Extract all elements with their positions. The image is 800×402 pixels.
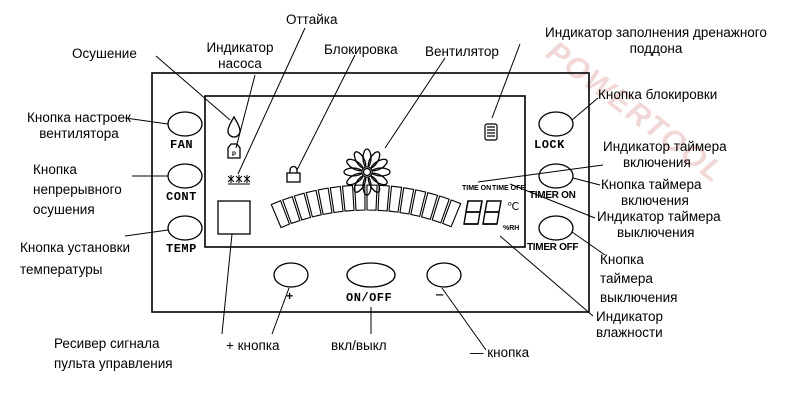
plus-button-shape <box>273 262 309 288</box>
label-receiver-line2: пульта управления <box>54 356 173 371</box>
rh-symbol: %RH <box>503 225 520 232</box>
label-lock: Блокировка <box>324 42 398 57</box>
temp-button[interactable]: TEMP <box>166 242 197 256</box>
water-drop-icon <box>227 115 241 138</box>
leader-lines <box>124 27 606 351</box>
timer-off-button-shape <box>538 215 574 241</box>
bar-segment <box>410 189 427 218</box>
label-receiver: Ресивер сигнала пульта управления <box>54 334 173 374</box>
label-timer-on-button: Кнопка таймера включения <box>601 177 702 209</box>
label-plus: + кнопка <box>226 338 280 353</box>
bar-segment <box>270 199 291 229</box>
label-timer-off-btn-line3: выключения <box>600 290 678 305</box>
time-on-indicator: TIME ON <box>462 185 492 192</box>
label-lock-button: Кнопка блокировки <box>598 87 718 102</box>
label-fan: Вентилятор <box>425 44 499 59</box>
label-continuous-line1: Кнопка <box>33 162 77 177</box>
level-bar-segments <box>270 184 462 229</box>
label-temp-line2: температуры <box>20 262 103 277</box>
label-temp-line1: Кнопка установки <box>20 240 131 255</box>
label-fan-settings-line1: Кнопка настроек <box>27 110 131 125</box>
bar-segment <box>441 199 462 228</box>
label-timer-on-ind-line1: Индикатор таймера <box>603 139 727 154</box>
label-minus: — кнопка <box>470 345 530 360</box>
humidity-digits <box>463 200 502 225</box>
bar-segment <box>293 192 312 221</box>
plus-button[interactable]: + <box>286 290 294 304</box>
label-timer-on-btn-line1: Кнопка таймера <box>601 177 702 192</box>
bar-segment <box>420 192 439 220</box>
lock-button[interactable]: LOCK <box>534 138 565 152</box>
label-drain-indicator: Индикатор заполнения дренажного поддона <box>513 25 799 57</box>
cont-button[interactable]: CONT <box>166 190 197 204</box>
bar-segment <box>431 195 450 224</box>
minus-button-shape <box>426 262 462 288</box>
label-timer-on-ind-line2: включения <box>623 155 691 170</box>
label-continuous-line3: осушения <box>33 202 95 217</box>
temp-button-shape <box>167 215 203 241</box>
label-timer-off-ind-line1: Индикатор таймера <box>597 209 721 224</box>
label-drain-line2: поддона <box>629 41 683 56</box>
on-off-button[interactable]: ON/OFF <box>346 291 393 305</box>
drain-tank-icon <box>484 123 498 141</box>
fan-button[interactable]: FAN <box>170 138 194 152</box>
label-pump-line1: Индикатор <box>206 40 274 55</box>
label-humidity-line1: Индикатор <box>596 309 664 324</box>
bar-segment <box>317 187 333 216</box>
cont-button-shape <box>167 163 203 189</box>
label-drain-line1: Индикатор заполнения дренажного <box>545 25 767 40</box>
label-pump-indicator: Индикатор насоса <box>203 40 277 72</box>
label-continuous: Кнопка непрерывного осушения <box>33 160 122 220</box>
label-receiver-line1: Ресивер сигнала <box>54 336 160 351</box>
lock-button-shape <box>538 111 574 137</box>
fan-button-shape <box>167 111 203 137</box>
timer-on-button-shape <box>538 163 574 189</box>
label-timer-on-btn-line2: включения <box>621 193 689 208</box>
label-temp: Кнопка установки температуры <box>20 237 130 281</box>
bar-segment <box>354 184 366 211</box>
bar-segment <box>341 184 355 212</box>
label-continuous-line2: непрерывного <box>33 182 122 197</box>
label-humidity: Индикатор влажности <box>596 309 663 341</box>
bar-segment <box>305 189 322 218</box>
defrost-icon <box>227 175 251 185</box>
on-off-button-shape <box>346 262 396 288</box>
label-dehumidify: Осушение <box>72 46 137 61</box>
time-off-indicator: TIME OFF <box>492 185 525 192</box>
label-timer-off-btn-line2: таймера <box>600 271 653 286</box>
label-defrost: Оттайка <box>286 12 338 27</box>
label-timer-off-btn-line1: Кнопка <box>600 252 644 267</box>
lcd-window <box>204 95 526 248</box>
label-timer-off-indicator: Индикатор таймера выключения <box>597 209 721 241</box>
label-humidity-line2: влажности <box>596 325 663 340</box>
pump-icon <box>227 143 241 159</box>
bar-segment <box>388 185 403 213</box>
label-fan-settings: Кнопка настроек вентилятора <box>4 110 154 142</box>
bar-segment <box>366 184 378 211</box>
celsius-symbol: ℃ <box>507 201 520 213</box>
label-power: вкл/выкл <box>331 338 387 353</box>
bar-segment <box>281 195 301 225</box>
bar-segment <box>399 187 415 215</box>
label-timer-off-ind-line2: выключения <box>617 225 695 240</box>
bar-segment <box>377 184 390 212</box>
receiver-window <box>217 200 251 235</box>
timer-on-button[interactable]: TIMER ON <box>529 190 576 201</box>
label-pump-line2: насоса <box>218 56 262 71</box>
timer-off-button[interactable]: TIMER OFF <box>527 242 579 253</box>
minus-button[interactable]: — <box>436 288 444 302</box>
label-timer-off-button: Кнопка таймера выключения <box>600 250 678 307</box>
label-fan-settings-line2: вентилятора <box>39 126 119 141</box>
bar-segment <box>329 185 344 214</box>
label-timer-on-indicator: Индикатор таймера включения <box>603 139 727 171</box>
pump-letter: P <box>232 152 237 158</box>
fan-petal <box>353 151 367 169</box>
